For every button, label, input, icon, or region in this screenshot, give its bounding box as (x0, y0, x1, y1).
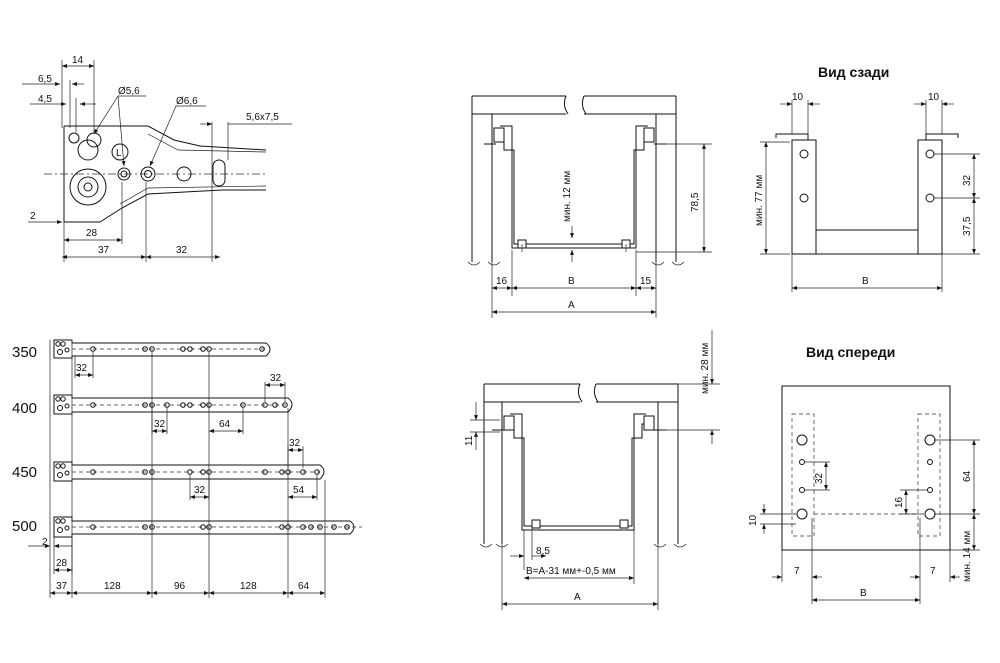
dim-7-right: 7 (930, 566, 936, 577)
dim-28: 28 (86, 228, 98, 239)
rear-right-rail (917, 139, 943, 255)
front-panel (781, 385, 951, 551)
dim-2: 2 (30, 211, 36, 222)
dim-32-rail450-top: 32 (289, 438, 301, 449)
dim-64-rails: 64 (298, 581, 310, 592)
dim-16: 16 (496, 276, 508, 287)
dim-64-rail400: 64 (219, 419, 231, 430)
rail-450: 450 32 32 54 (12, 438, 325, 500)
dim-min-28: мин. 28 мм (700, 343, 711, 394)
dim-15: 15 (640, 276, 652, 287)
dim-b-formula: B=A-31 мм+-0,5 мм (526, 566, 616, 577)
dim-96: 96 (174, 581, 186, 592)
rear-view: Вид сзади 10 10 мин. 77 мм 32 37,5 (754, 64, 980, 292)
dim-min-14: мин. 14 мм (962, 531, 973, 582)
dim-10-front: 10 (748, 514, 759, 526)
dim-64-front: 64 (962, 470, 973, 482)
dim-a-side: A (568, 300, 575, 311)
dim-min-77: мин. 77 мм (754, 175, 765, 226)
dim-b-front: B (860, 588, 867, 599)
rear-view-title: Вид сзади (818, 64, 889, 80)
dim-32-front: 32 (814, 472, 825, 484)
dim-b-side: B (568, 276, 575, 287)
rail-size-450: 450 (12, 464, 37, 481)
cabinet-section-top: мин. 12 мм 78,5 16 B 15 A (467, 95, 712, 318)
dim-32-rail400-top: 32 (270, 373, 282, 384)
rail-500: 500 2 28 (12, 516, 362, 574)
dim-10-rear-right: 10 (928, 92, 940, 103)
dim-37-rails: 37 (56, 581, 68, 592)
rail-size-400: 400 (12, 400, 37, 417)
dim-128-first: 128 (104, 581, 121, 592)
rail-end-detail: L 14 6,5 4,5 Ø5,6 Ø6,6 5,6x7,5 2 28 37 (22, 55, 292, 262)
letter-l: L (116, 148, 122, 159)
hole-6-6 (140, 166, 156, 182)
dim-32-rear: 32 (962, 174, 973, 186)
dim-14: 14 (72, 55, 84, 66)
rail-size-350: 350 (12, 344, 37, 361)
dim-32: 32 (176, 245, 188, 256)
dim-8-5: 8,5 (536, 546, 550, 557)
roller-top (77, 139, 99, 161)
dim-dia-6-6: Ø6,6 (176, 96, 198, 107)
dim-28-rails: 28 (56, 558, 68, 569)
dim-11: 11 (464, 435, 475, 446)
dim-32-rail350: 32 (76, 363, 88, 374)
front-view-title: Вид спереди (806, 344, 895, 360)
front-view: Вид спереди 32 16 64 мин. 14 мм (748, 344, 980, 604)
dim-37-5-rear: 37,5 (962, 216, 973, 236)
dim-128-second: 128 (240, 581, 257, 592)
dim-2-rails: 2 (42, 537, 48, 548)
roller-wheel (69, 168, 107, 206)
dim-7-left: 7 (794, 566, 800, 577)
dim-32-rail400: 32 (154, 419, 166, 430)
dim-10-rear-left: 10 (792, 92, 804, 103)
dim-4-5: 4,5 (38, 94, 52, 105)
dim-b-rear: B (862, 276, 869, 287)
dim-37: 37 (98, 245, 110, 256)
rail-size-500: 500 (12, 518, 37, 535)
dim-min-12: мин. 12 мм (562, 171, 573, 222)
cabinet-section-bottom: мин. 28 мм 11 8,5 B=A-31 мм+-0,5 мм A (464, 330, 720, 610)
rear-left-rail (791, 139, 817, 255)
dim-6-5: 6,5 (38, 74, 52, 85)
dim-78-5: 78,5 (690, 192, 701, 212)
rail-end-outline-top (64, 125, 267, 151)
rail-350: 350 32 (12, 339, 271, 378)
rail-lengths-chart: 350 32 400 (12, 339, 362, 598)
dim-16-front: 16 (894, 496, 905, 508)
dim-5-6x7-5: 5,6x7,5 (246, 112, 279, 123)
dim-dia-5-6: Ø5,6 (118, 86, 140, 97)
dim-32-rail450: 32 (194, 485, 206, 496)
dim-54-rail450: 54 (293, 485, 305, 496)
slot-hole (212, 159, 226, 187)
hole-5-6 (117, 167, 131, 181)
dim-a-bottom: A (574, 592, 581, 603)
